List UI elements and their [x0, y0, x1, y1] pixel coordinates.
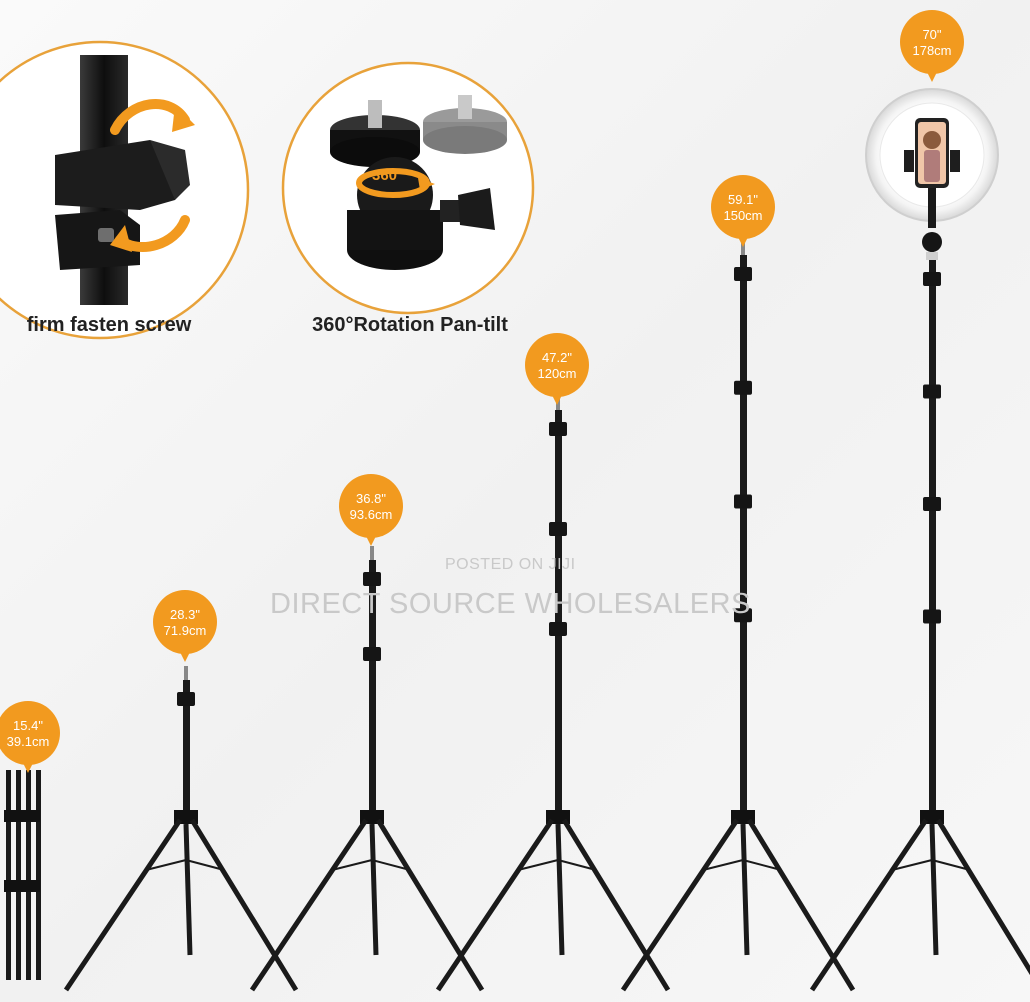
height-inch-label: 15.4"	[13, 718, 43, 733]
height-bubble-6: 70"178cm	[900, 10, 964, 82]
height-inch-label: 28.3"	[170, 607, 200, 622]
height-cm-label: 71.9cm	[164, 623, 207, 638]
tripod-2	[63, 666, 299, 992]
tripod-5	[620, 241, 856, 992]
watermark-posted: POSTED ON JIJI	[445, 556, 576, 573]
height-cm-label: 178cm	[912, 43, 951, 58]
height-cm-label: 120cm	[537, 366, 576, 381]
screw-caption: firm fasten screw	[26, 314, 192, 336]
rotation-badge-text: 360	[372, 167, 397, 184]
height-inch-label: 59.1"	[728, 192, 758, 207]
height-bubble-3: 36.8"93.6cm	[339, 474, 403, 546]
tripod-6	[809, 246, 1030, 992]
watermark-seller: DIRECT SOURCE WHOLESALERS	[270, 588, 751, 620]
height-bubble-2: 28.3"71.9cm	[153, 590, 217, 662]
ring-light	[865, 88, 999, 260]
height-bubble-5: 59.1"150cm	[711, 175, 775, 247]
height-inch-label: 36.8"	[356, 491, 386, 506]
height-cm-label: 39.1cm	[7, 734, 50, 749]
height-inch-label: 70"	[922, 27, 941, 42]
height-cm-label: 93.6cm	[350, 507, 393, 522]
height-inch-label: 47.2"	[542, 350, 572, 365]
height-bubble-1: 15.4"39.1cm	[0, 701, 60, 773]
pan-tilt-detail: 360	[281, 61, 535, 315]
tripod-1	[4, 770, 41, 980]
rotation-caption: 360°Rotation Pan-tilt	[312, 314, 508, 336]
height-cm-label: 150cm	[723, 208, 762, 223]
tripod-lineup: 15.4"39.1cm 28.3"71.9cm 36.8"93.6cm 47.2"12…	[0, 10, 1030, 992]
tripod-4	[435, 396, 671, 992]
height-bubble-4: 47.2"120cm	[525, 333, 589, 405]
tripod-3	[249, 546, 485, 992]
screw-detail	[0, 40, 250, 340]
